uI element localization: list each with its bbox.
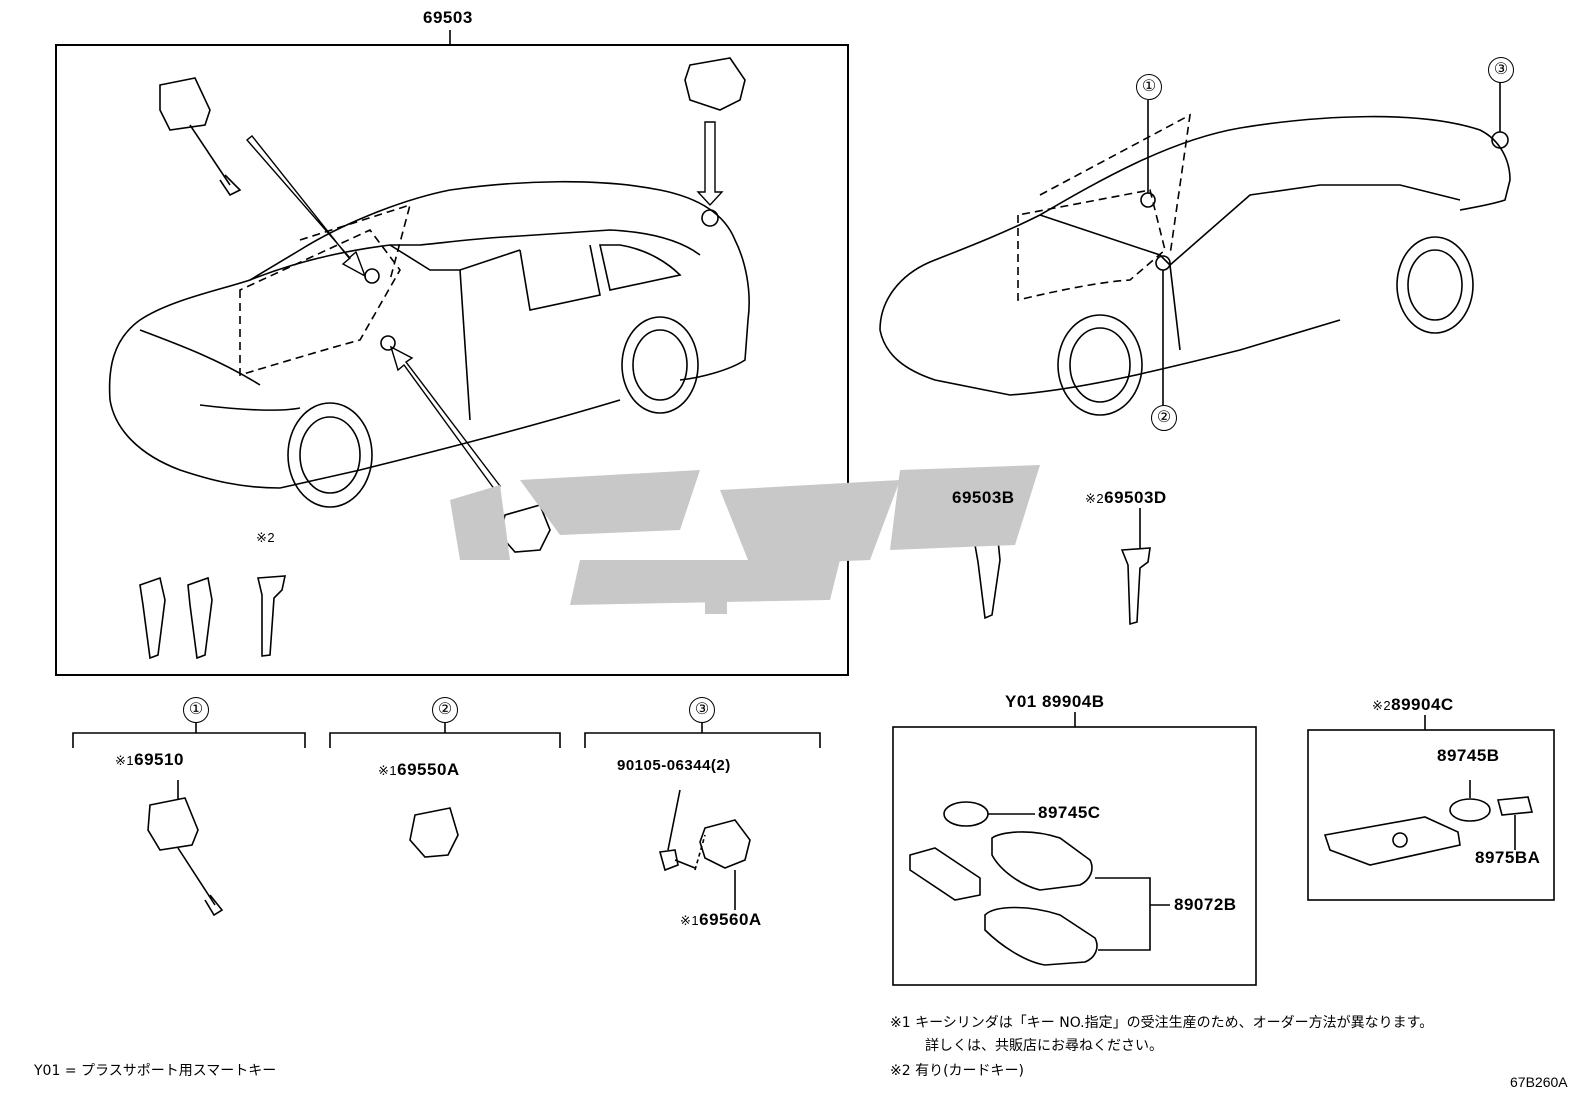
group-marker-2: ②	[1151, 405, 1177, 431]
card-key-box	[1307, 729, 1555, 901]
lock-sketch-top	[684, 57, 746, 111]
label-69503D: ※269503D	[1085, 488, 1167, 507]
footnote-2: ※2 有り(カードキー)	[890, 1063, 1025, 1079]
label-69503B: 69503B	[952, 488, 1015, 507]
label-89745B: 89745B	[1437, 746, 1500, 765]
group-marker-2-bottom: ②	[432, 697, 458, 723]
group-marker-1: ①	[1136, 74, 1162, 100]
car-left	[108, 180, 750, 508]
key-69503B	[974, 539, 1001, 620]
label-89072B: 89072B	[1174, 895, 1237, 914]
footnote-1-cont: 詳しくは、共販店にお尋ねください。	[925, 1038, 1163, 1054]
label-90105: 90105-06344(2)	[617, 757, 731, 774]
legend-y01: Y01 = プラスサポート用スマートキー	[34, 1063, 277, 1079]
key-69503D	[1120, 547, 1151, 626]
label-89904C: ※289904C	[1372, 695, 1454, 714]
main-assembly-box	[55, 44, 849, 676]
label-89745C: 89745C	[1038, 803, 1101, 822]
cylinder-sketch-top	[159, 77, 242, 197]
footnote-1: ※1 キーシリンダは「キー NO.指定」の受注生産のため、オーダー方法が異なりま…	[890, 1015, 1434, 1031]
label-8975BA: 8975BA	[1475, 848, 1541, 867]
mark-2-key: ※2	[256, 530, 276, 545]
label-89904B: Y01 89904B	[1005, 692, 1105, 711]
group-marker-3-bottom: ③	[689, 697, 715, 723]
label-69510: ※169510	[115, 750, 184, 769]
label-69550A: ※169550A	[378, 760, 460, 779]
figure-code: 67B260A	[1510, 1074, 1568, 1090]
watermark-logo	[450, 465, 1040, 614]
label-69503: 69503	[423, 8, 473, 27]
group-marker-1-bottom: ①	[183, 697, 209, 723]
label-69560A: ※169560A	[680, 910, 762, 929]
note-mark-2: ※2	[1085, 491, 1105, 506]
car-right	[879, 82, 1511, 416]
group-marker-3: ③	[1488, 57, 1514, 83]
keys-group	[139, 575, 287, 660]
